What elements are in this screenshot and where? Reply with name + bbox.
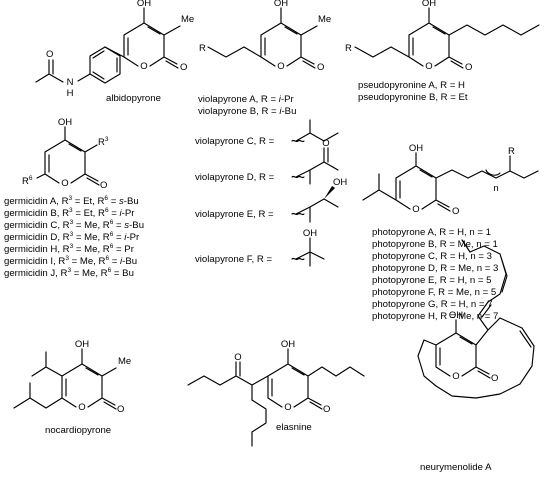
- albidopyrone-ring-o-label: O: [140, 61, 147, 72]
- violapyrone-e-structure: violapyrone E, R = OH: [195, 177, 347, 223]
- violapyrone-f-caption: violapyrone F, R =: [195, 254, 272, 265]
- violapyrone-e-oh-label: OH: [333, 177, 347, 188]
- photopyrone-b-caption: photopyrone B, R = Me, n = 1: [372, 239, 498, 250]
- albidopyrone-caption: albidopyrone: [106, 93, 161, 104]
- pseudopyronine-a-caption: pseudopyronine A, R = H: [358, 80, 465, 91]
- germicidin-c-caption: germicidin C, R3 = Me, R6 = s-Bu: [4, 219, 144, 231]
- neurymenolide-structure: OH O O neurymenolide A: [417, 239, 535, 473]
- photopyrone-structure: OH O O R n photopyrone A, R = H, n = 1 p…: [362, 143, 539, 322]
- violapyrone-a-caption: violapyrone A, R = i-Pr: [198, 94, 295, 105]
- violapyrone-ab-oh-label: OH: [274, 0, 288, 9]
- germicidin-h-caption: germicidin H, R3 = Me, R6 = Pr: [4, 243, 135, 255]
- violapyrone-f-structure: violapyrone F, R = OH: [195, 228, 325, 267]
- germicidin-i-caption: germicidin I, R3 = Me, R6 = i-Bu: [4, 255, 137, 267]
- pseudopyronine-carbonyl-o-label: O: [465, 62, 472, 73]
- nocardiopyrone-caption: nocardiopyrone: [45, 425, 111, 436]
- germicidin-j-caption: germicidin J, R3 = Me, R6 = Bu: [4, 267, 134, 279]
- violapyrone-ab-r-label: R: [199, 43, 206, 54]
- neurymenolide-oh-label: OH: [449, 310, 463, 321]
- nocardiopyrone-oh-label: OH: [75, 339, 89, 350]
- photopyrone-ring-o-label: O: [412, 204, 419, 215]
- germicidin-ring-o-label: O: [61, 178, 68, 189]
- germicidin-structure: OH R3 R6 O O germicidin A, R3 = Et, R6 =…: [4, 117, 144, 279]
- pseudopyronine-structure: OH O O R pseudopyronine A, R = H pseudop…: [345, 0, 540, 103]
- violapyrone-ab-structure: OH Me O O R violapyrone A, R = i-Pr viol…: [198, 0, 331, 117]
- pseudopyronine-oh-label: OH: [422, 0, 436, 9]
- elasnine-caption: elasnine: [276, 422, 312, 433]
- germicidin-r3-label: R3: [98, 136, 109, 148]
- nocardiopyrone-structure: OH Me O O nocardiopyrone: [13, 339, 131, 436]
- pseudopyronine-r-label: R: [345, 43, 352, 54]
- albidopyrone-me-label: Me: [181, 14, 194, 25]
- neurymenolide-ring-o-label: O: [452, 371, 459, 382]
- photopyrone-carbonyl-o-label: O: [452, 206, 459, 217]
- violapyrone-c-caption: violapyrone C, R =: [195, 136, 275, 147]
- nocardiopyrone-me-label: Me: [118, 356, 131, 367]
- photopyrone-oh-label: OH: [409, 143, 423, 154]
- albidopyrone-oh-label: OH: [137, 0, 151, 9]
- elasnine-carbonyl-o-label: O: [323, 404, 330, 415]
- violapyrone-d-o-label: O: [322, 138, 329, 149]
- neurymenolide-carbonyl-o-label: O: [491, 373, 498, 384]
- violapyrone-ab-carbonyl-o-label: O: [317, 62, 324, 73]
- photopyrone-a-caption: photopyrone A, R = H, n = 1: [372, 227, 491, 238]
- germicidin-carbonyl-o-label: O: [100, 180, 107, 191]
- nocardiopyrone-ring-o-label: O: [78, 402, 85, 413]
- elasnine-oh-label: OH: [281, 339, 295, 350]
- albidopyrone-amide-o-label: O: [46, 49, 53, 60]
- neurymenolide-caption: neurymenolide A: [420, 462, 492, 473]
- violapyrone-e-caption: violapyrone E, R =: [195, 209, 274, 220]
- albidopyrone-n-label: N: [67, 77, 74, 88]
- albidopyrone-h-label: H: [67, 88, 74, 99]
- germicidin-d-caption: germicidin D, R3 = Me, R6 = i-Pr: [4, 231, 140, 243]
- violapyrone-c-structure: violapyrone C, R =: [195, 119, 339, 147]
- elasnine-ring-o-label: O: [284, 402, 291, 413]
- violapyrone-ab-ring-o-label: O: [277, 61, 284, 72]
- photopyrone-e-caption: photopyrone E, R = H, n = 5: [372, 275, 491, 286]
- photopyrone-g-caption: photopyrone G, R = H, n = 7: [372, 299, 493, 310]
- albidopyrone-carbonyl-o-label: O: [180, 62, 187, 73]
- violapyrone-f-oh-label: OH: [303, 228, 317, 239]
- photopyrone-f-caption: photopyrone F, R = Me, n = 5: [372, 287, 496, 298]
- photopyrone-d-caption: photopyrone D, R = Me, n = 3: [372, 263, 498, 274]
- violapyrone-ab-me-label: Me: [318, 14, 331, 25]
- photopyrone-r-label: R: [508, 146, 515, 157]
- violapyrone-d-structure: violapyrone D, R = O: [195, 138, 339, 185]
- photopyrone-n-label: n: [493, 183, 498, 194]
- pseudopyronine-ring-o-label: O: [425, 61, 432, 72]
- elasnine-ketone-o-label: O: [234, 352, 241, 363]
- nocardiopyrone-carbonyl-o-label: O: [117, 404, 124, 415]
- germicidin-r6-label: R6: [22, 175, 33, 187]
- germicidin-oh-label: OH: [58, 117, 72, 128]
- germicidin-b-caption: germicidin B, R3 = Et, R6 = i-Pr: [4, 207, 135, 219]
- photopyrone-h-caption: photopyrone H, R = Me, n = 7: [372, 311, 498, 322]
- violapyrone-d-caption: violapyrone D, R =: [195, 172, 275, 183]
- photopyrone-c-caption: photopyrone C, R = H, n = 3: [372, 251, 492, 262]
- albidopyrone-structure: OH Me O O N H O albidopyrone: [35, 0, 194, 104]
- pseudopyronine-b-caption: pseudopyronine B, R = Et: [358, 92, 468, 103]
- elasnine-structure: OH O O O elasnine: [187, 339, 365, 447]
- violapyrone-b-caption: violapyrone B, R = i-Bu: [198, 106, 296, 117]
- germicidin-a-caption: germicidin A, R3 = Et, R6 = s-Bu: [4, 195, 139, 207]
